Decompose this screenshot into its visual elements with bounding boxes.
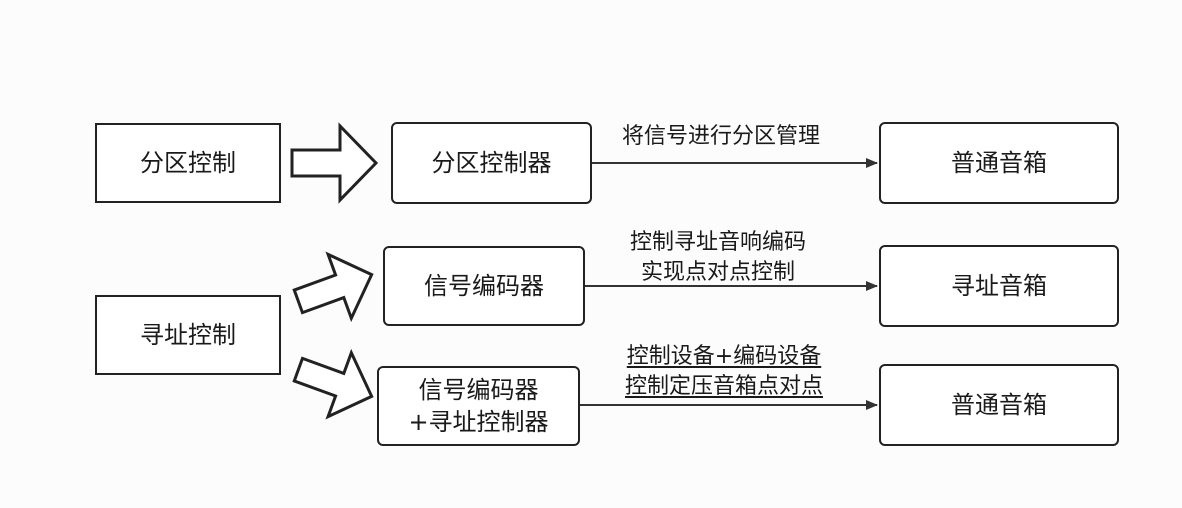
speaker-box-3: 普通音箱 — [879, 364, 1119, 446]
zone-controller-box: 分区控制器 — [391, 122, 592, 204]
combo-device-line1: 信号编码器 — [418, 376, 539, 404]
zone-control-label: 分区控制 — [140, 149, 236, 177]
address-control-label: 寻址控制 — [140, 321, 236, 349]
zone-control-box: 分区控制 — [95, 123, 281, 203]
arrow-label-row3-line2: 控制定压音箱点对点 — [624, 374, 823, 399]
arrow-label-row2: 控制寻址音响编码 实现点对点控制 — [600, 228, 836, 288]
block-arrow-zone — [290, 122, 379, 204]
arrow-label-row3: 控制设备+编码设备 控制定压音箱点对点 — [596, 342, 852, 402]
speaker-label-2: 寻址音箱 — [951, 272, 1047, 300]
speaker-box-2: 寻址音箱 — [879, 245, 1119, 327]
arrow-label-row1: 将信号进行分区管理 — [596, 122, 846, 152]
speaker-box-1: 普通音箱 — [879, 122, 1119, 204]
block-arrow-combo — [292, 348, 374, 420]
speaker-label-1: 普通音箱 — [951, 149, 1047, 177]
combo-device-line2: +寻址控制器 — [408, 408, 549, 436]
zone-controller-label: 分区控制器 — [431, 149, 552, 177]
address-control-box: 寻址控制 — [95, 295, 281, 375]
arrow-label-row3-line1: 控制设备+编码设备 — [626, 344, 822, 369]
speaker-label-3: 普通音箱 — [951, 391, 1047, 419]
arrow-label-row1-text: 将信号进行分区管理 — [621, 124, 820, 149]
arrow-label-row2-line1: 控制寻址音响编码 — [629, 230, 806, 255]
combo-device-box: 信号编码器 +寻址控制器 — [377, 366, 580, 446]
signal-encoder-box: 信号编码器 — [383, 246, 585, 326]
signal-encoder-label: 信号编码器 — [424, 272, 544, 300]
block-arrow-encoder — [292, 251, 374, 323]
arrow-label-row2-line2: 实现点对点控制 — [640, 260, 795, 285]
